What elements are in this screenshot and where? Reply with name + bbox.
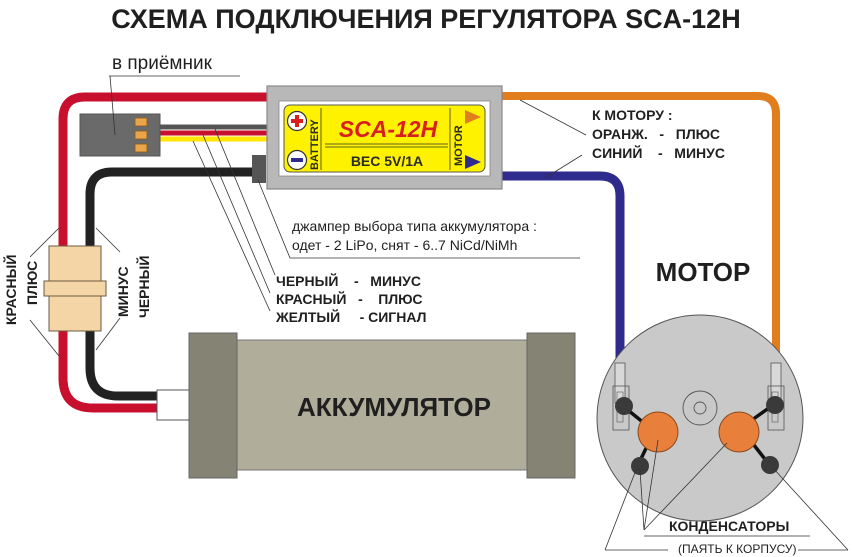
motor-body <box>596 314 804 522</box>
capacitor-left <box>637 411 679 453</box>
esc-battery-label: BATTERY <box>309 119 321 170</box>
battery-plug <box>156 389 191 421</box>
jumper <box>252 155 266 183</box>
motor-shaft <box>693 401 707 415</box>
battery-red-label: КРАСНЫЙ <box>2 255 19 325</box>
capacitor-leaders <box>639 439 810 537</box>
receiver-red-leader <box>202 134 271 294</box>
capacitor-right <box>718 411 760 453</box>
capacitors-note: (ПАЯТЬ К КОРПУСУ) <box>678 542 796 556</box>
jumper-note-line2: одет - 2 LiPo, снят - 6..7 NiCd/NiMh <box>292 237 517 253</box>
solder-point <box>766 396 784 414</box>
esc-motor-label: MOTOR <box>453 125 465 166</box>
battery-pack <box>188 332 576 479</box>
blue-wire-leader <box>544 154 583 179</box>
receiver-black-leader <box>214 128 276 276</box>
jumper-note-line1: джампер выбора типа аккумулятора : <box>292 218 537 234</box>
motor-wires-title: К МОТОРУ : <box>592 107 673 123</box>
motor-label: МОТОР <box>656 257 751 287</box>
motor-blue-wire <box>502 171 625 366</box>
receiver-connector <box>79 113 161 157</box>
battery-minus-label: МИНУС <box>115 266 131 317</box>
black-minus-leader <box>95 227 121 351</box>
connector-pin <box>134 143 148 153</box>
esc-model: SCA-12H <box>339 116 438 142</box>
motor-plus-arrow-icon <box>465 110 481 124</box>
receiver-leader <box>109 75 240 136</box>
esc-bec-rating: BEC 5V/1A <box>351 153 423 169</box>
capacitors-label: КОНДЕНСАТОРЫ <box>669 518 789 534</box>
battery-label: АККУМУЛЯТОР <box>297 392 491 422</box>
receiver-yellow-note: ЖЕЛТЫЙ - СИГНАЛ <box>275 308 426 325</box>
receiver-yellow-leader <box>192 140 271 312</box>
battery-plus-label: ПЛЮС <box>24 261 40 305</box>
orange-wire-leader <box>519 99 587 136</box>
receiver-red-note: КРАСНЫЙ - ПЛЮС <box>276 290 423 307</box>
jumper-leader <box>257 179 580 259</box>
motor-minus-arrow-icon <box>465 155 481 169</box>
connector-pin <box>134 117 148 127</box>
connector-pin <box>134 130 148 140</box>
battery-black-label: ЧЕРНЫЙ <box>135 256 152 318</box>
motor-orange-wire <box>502 92 780 368</box>
solder-point <box>615 397 633 415</box>
motor-wire-orange-note: ОРАНЖ. - ПЛЮС <box>592 126 720 142</box>
solder-leaders <box>604 467 849 551</box>
diagram-title: СХЕМА ПОДКЛЮЧЕНИЯ РЕГУЛЯТОРА SCA-12H <box>111 4 740 34</box>
motor-shaft-bushing <box>682 390 718 426</box>
battery-inline-connector <box>43 245 107 332</box>
motor-wire-blue-note: СИНИЙ - МИНУС <box>592 144 725 161</box>
esc-regulator: BATTERY SCA-12H BEC 5V/1A MOTOR <box>266 85 503 190</box>
receiver-label: в приёмник <box>112 53 213 74</box>
receiver-black-note: ЧЕРНЫЙ - МИНУС <box>276 272 421 289</box>
red-plus-leader <box>29 227 60 357</box>
